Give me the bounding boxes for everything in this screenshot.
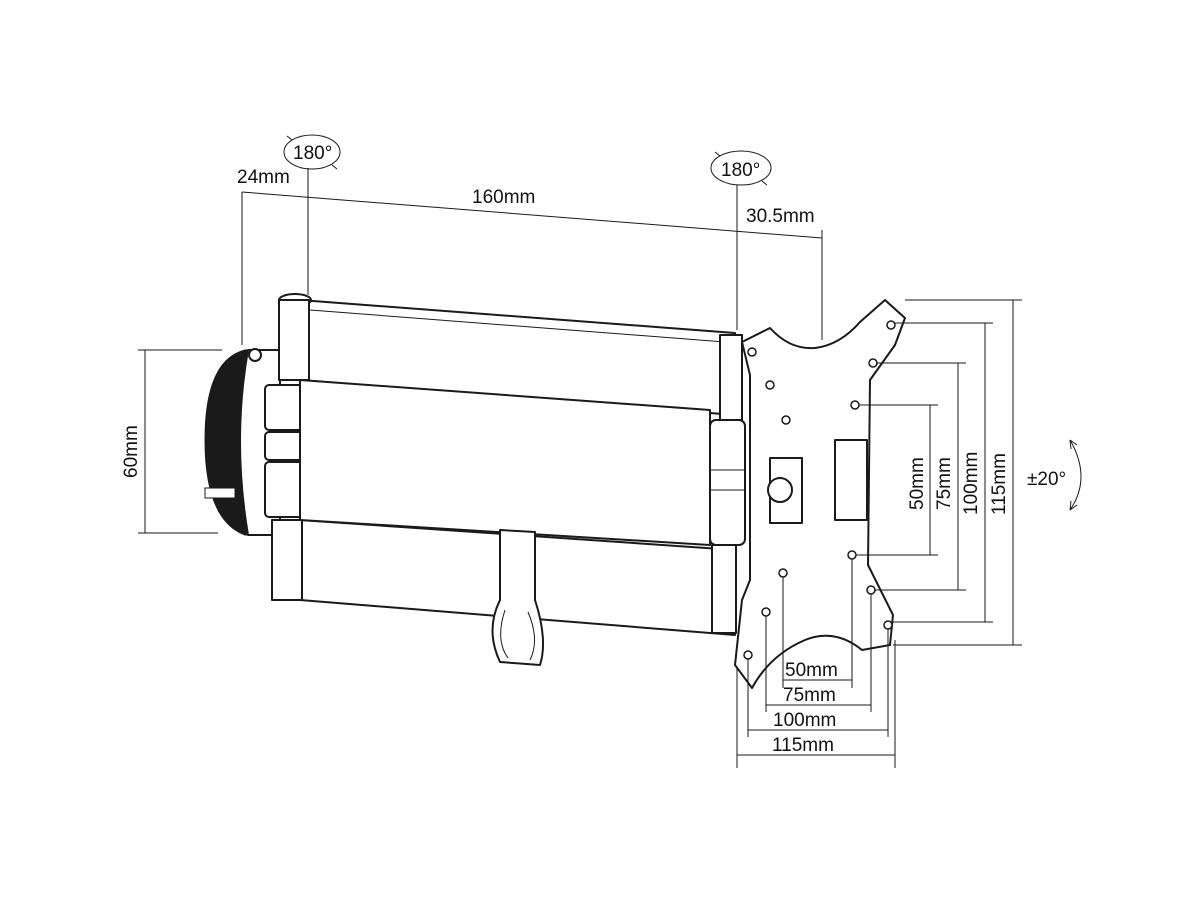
vesa-h-115: 115mm [772, 735, 834, 756]
vesa-h-100: 100mm [773, 710, 836, 731]
tilt-label: ±20° [1027, 469, 1066, 490]
vesa-v-100: 100mm [961, 452, 982, 515]
swivel-left-label: 180° [293, 143, 332, 164]
wall-plate-height-label: 60mm [121, 425, 142, 478]
cable-clip [491, 529, 544, 666]
head-offset-label: 30.5mm [746, 206, 815, 227]
tilt-indicator: ±20° [1027, 439, 1082, 511]
arm-length-label: 160mm [472, 187, 535, 208]
arm-dimensions: 24mm 160mm 30.5mm 60mm [121, 167, 823, 534]
vesa-v-50: 50mm [907, 457, 928, 510]
swivel-right-label: 180° [721, 160, 760, 181]
vesa-plate [734, 299, 906, 689]
vesa-horizontal-dimensions: 50mm 75mm 100mm 115mm [736, 559, 896, 768]
vesa-v-115: 115mm [989, 453, 1010, 515]
vesa-h-50: 50mm [785, 660, 838, 681]
wall-offset-label: 24mm [237, 167, 290, 188]
upper-arm [278, 293, 743, 421]
vesa-v-75: 75mm [934, 457, 955, 510]
swivel-indicator-right: 180° [710, 150, 772, 186]
hinge-stack [264, 379, 746, 546]
swivel-indicator-left: 180° [283, 134, 341, 170]
vesa-vertical-dimensions: 50mm 75mm 100mm 115mm [856, 299, 1022, 646]
vesa-h-75: 75mm [783, 685, 836, 706]
